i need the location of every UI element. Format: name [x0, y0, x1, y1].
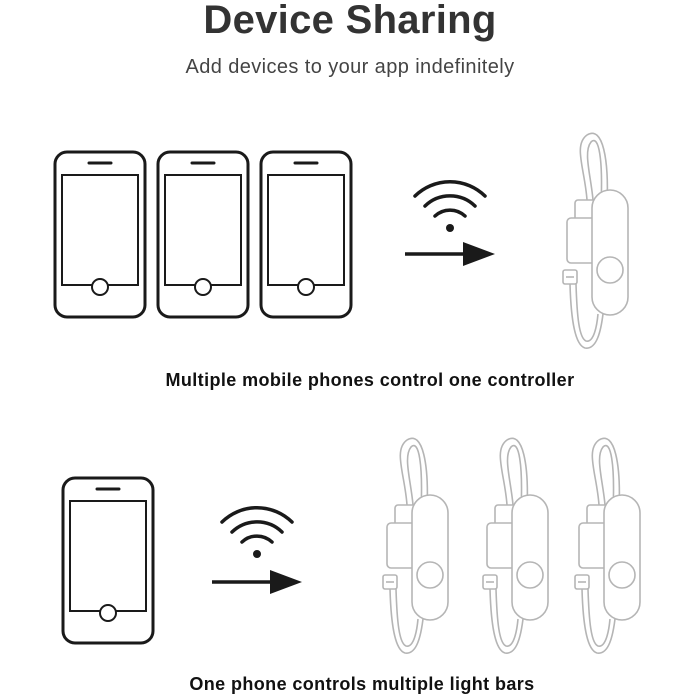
phone-icon: [53, 150, 147, 319]
page-title: Device Sharing: [203, 0, 497, 42]
wifi-icon: [413, 179, 487, 234]
phone-icon: [259, 150, 353, 319]
phone-icon: [156, 150, 250, 319]
page-subtitle: Add devices to your app indefinitely: [185, 56, 515, 78]
phone-icon: [61, 476, 155, 645]
arrow-right-icon: [403, 240, 497, 268]
caption-multiple-phones: Multiple mobile phones control one contr…: [165, 370, 575, 390]
controller-icon: [563, 133, 628, 348]
controller-icon: [483, 438, 548, 653]
top-section: [53, 133, 628, 348]
controller-icon: [383, 438, 448, 653]
arrow-right-icon: [210, 568, 304, 596]
caption-one-phone: One phone controls multiple light bars: [189, 674, 535, 694]
controller-icon: [575, 438, 640, 653]
wifi-icon: [220, 505, 294, 560]
bottom-section: [61, 438, 640, 653]
